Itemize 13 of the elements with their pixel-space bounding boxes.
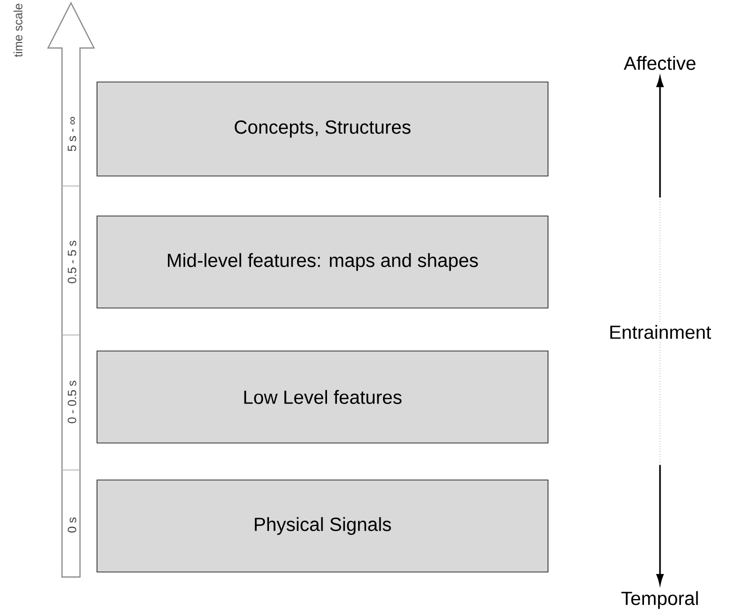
- time-label: 0.5 - 5 s: [68, 240, 76, 284]
- scale-label: Affective: [624, 56, 696, 70]
- level-box: Concepts, Structures: [96, 82, 548, 176]
- time-label: 0 - 0.5 s: [68, 380, 76, 424]
- time-label: 5 s - ∞: [68, 116, 76, 152]
- level-box: Physical Signals: [96, 480, 548, 572]
- axis-title: time scale: [14, 4, 22, 58]
- time-label: 0 s: [68, 517, 76, 533]
- scale-label: Temporal: [621, 591, 698, 609]
- scale-label: Entrainment: [610, 325, 712, 339]
- level-box: Low Level features: [96, 350, 548, 444]
- arrow: [656, 76, 664, 322]
- level-box: Mid-level features: maps and shapes: [96, 216, 548, 308]
